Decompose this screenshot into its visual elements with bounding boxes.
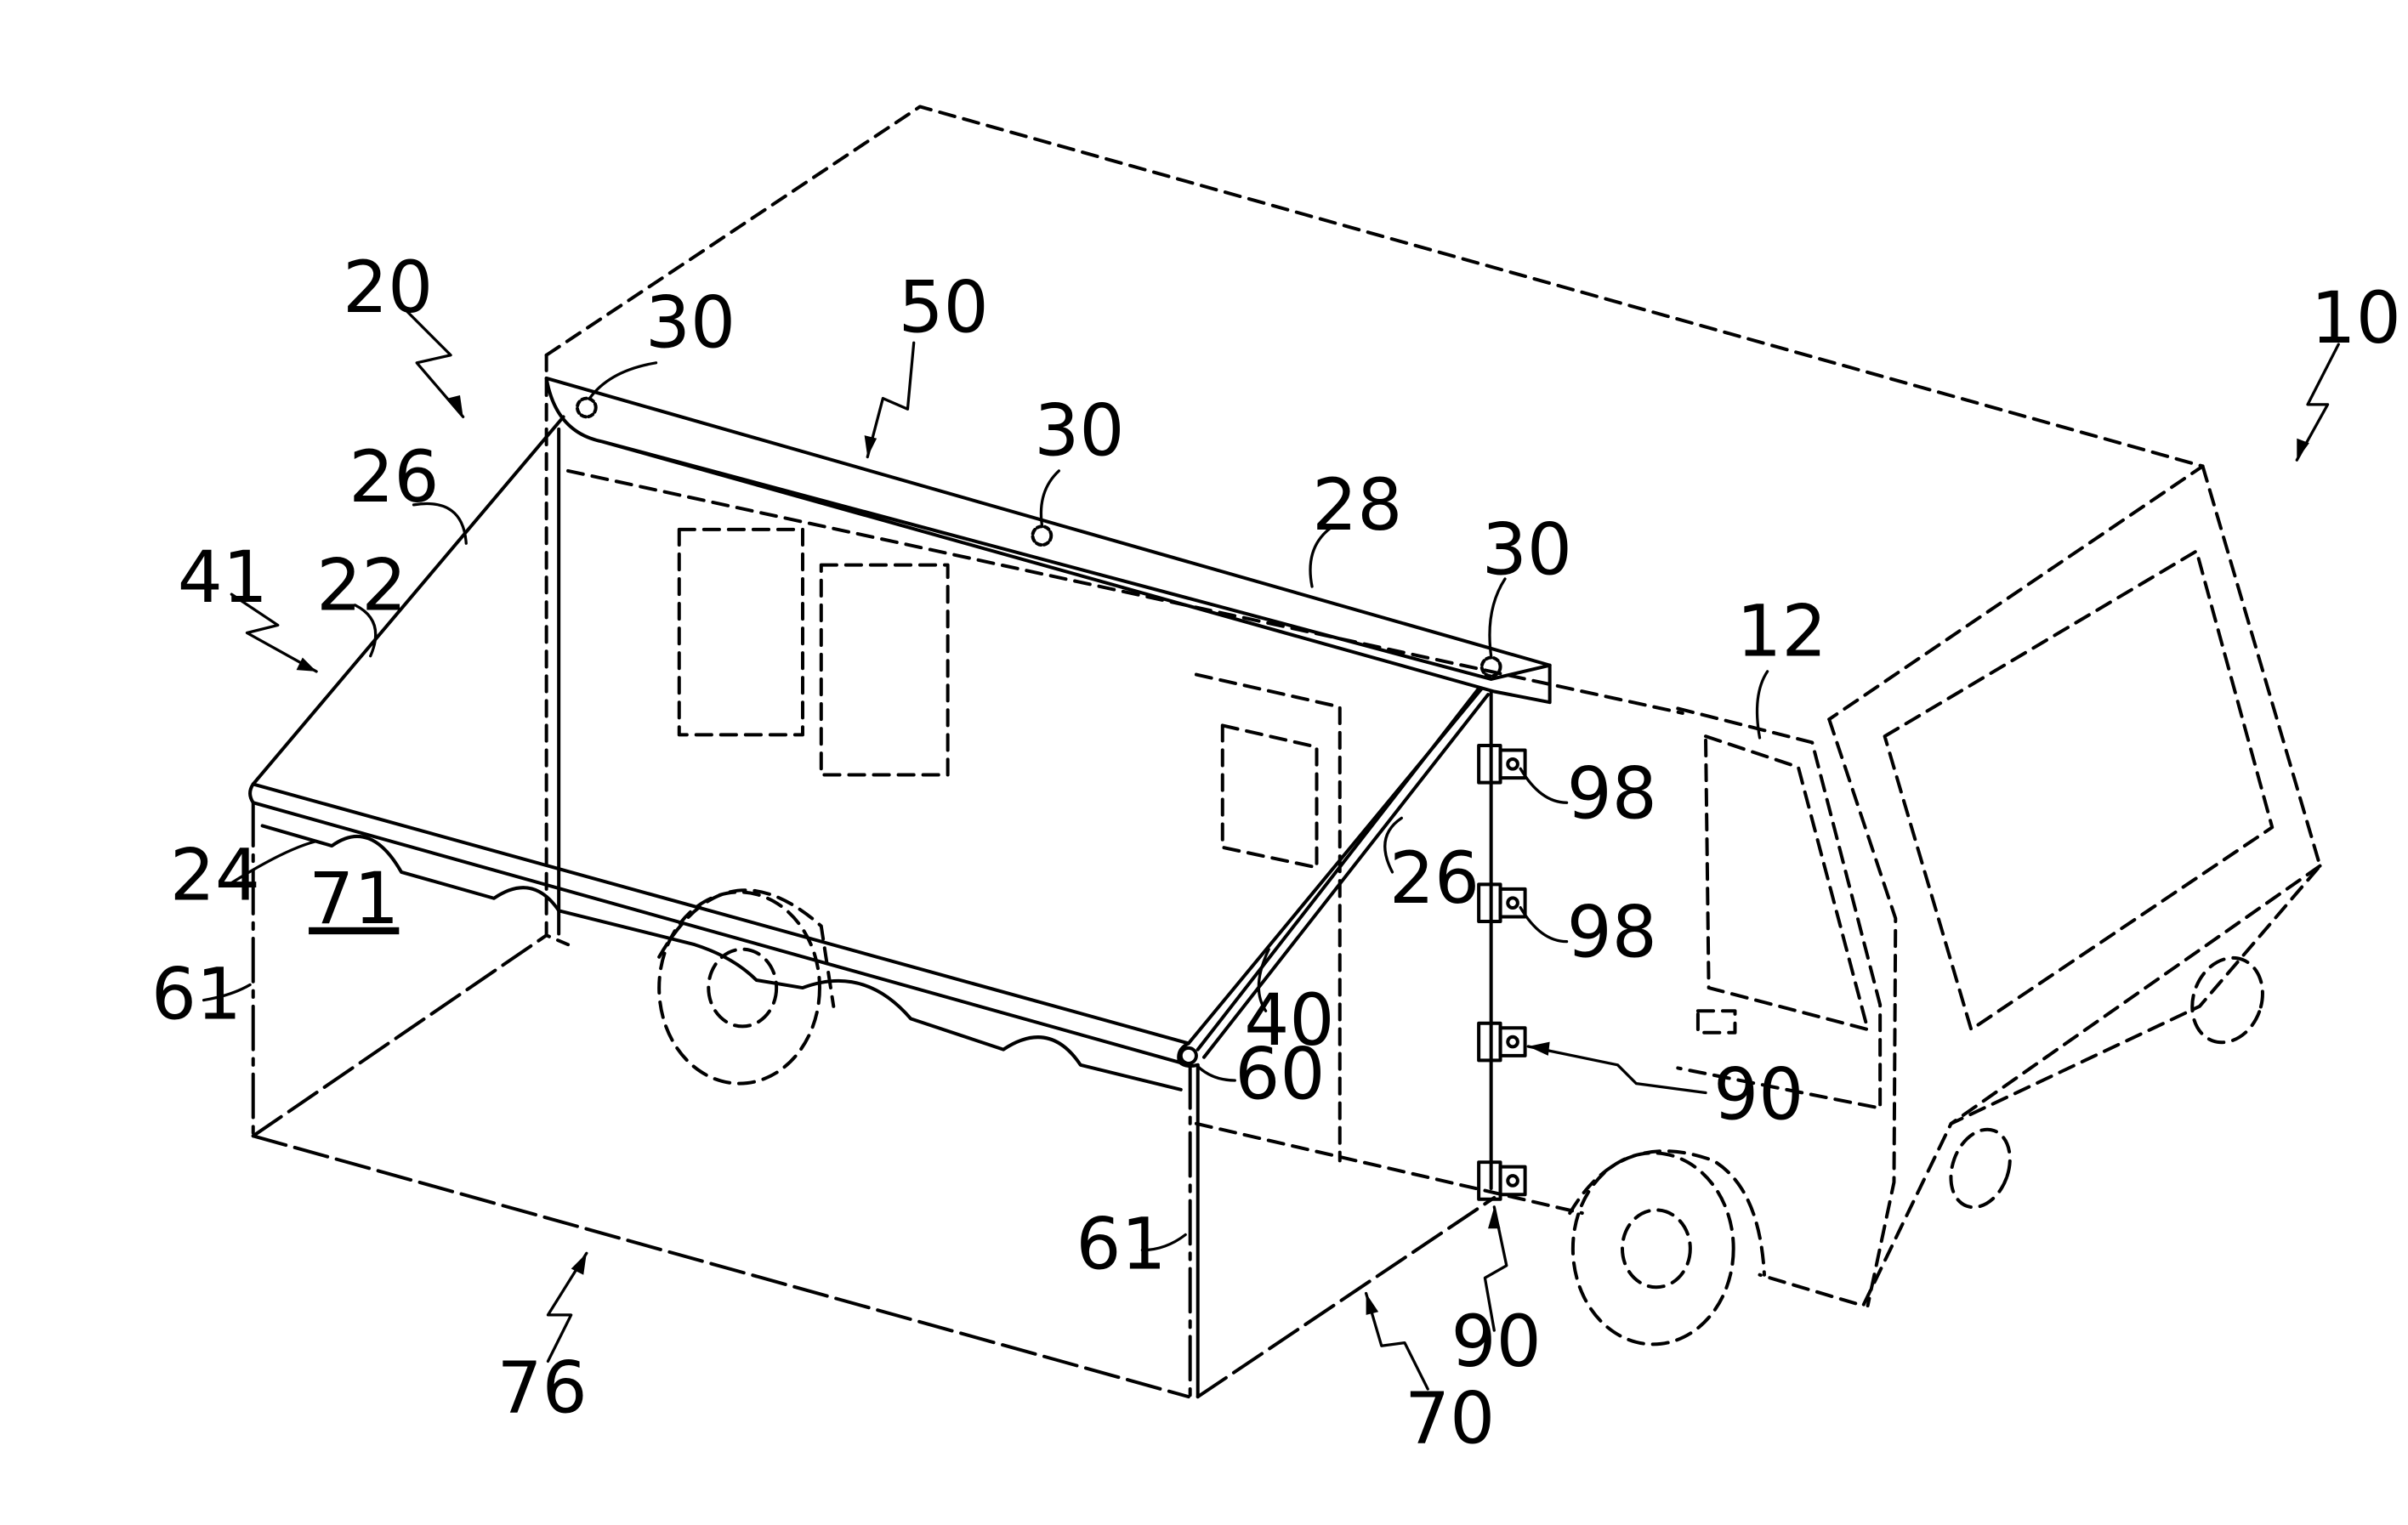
label-26-right: 26 xyxy=(1389,836,1479,920)
arrowhead-90-bottom xyxy=(1488,1207,1501,1228)
label-41: 41 xyxy=(178,536,268,619)
cab-door-window xyxy=(1706,736,1868,1029)
side-window-left xyxy=(679,530,803,734)
leader-98-top xyxy=(1520,768,1566,802)
label-30-right: 30 xyxy=(1482,508,1572,592)
entry-door-window xyxy=(1223,725,1317,867)
fastener-30-right xyxy=(1482,658,1501,677)
leader-lines xyxy=(204,309,2339,1389)
front-wheel xyxy=(1573,1153,1734,1344)
headlight-lower xyxy=(1940,1121,2020,1216)
door-handle xyxy=(1698,1011,1735,1032)
arrowhead-41 xyxy=(297,658,317,672)
rear-hub xyxy=(708,950,776,1027)
vehicle-windshield xyxy=(1885,551,2273,1029)
label-61-right: 61 xyxy=(1076,1202,1166,1285)
label-61-left: 61 xyxy=(151,952,241,1035)
awning-lead-rail-end xyxy=(250,784,253,802)
rail-pin-60 xyxy=(1181,1048,1196,1063)
arrowhead-76 xyxy=(571,1253,587,1274)
vehicle-outline xyxy=(547,106,2320,1344)
bracket-plate-2 xyxy=(1501,889,1525,917)
bracket-plate-1 xyxy=(1501,750,1525,778)
bracket-hole-2 xyxy=(1508,898,1518,908)
label-26-top: 26 xyxy=(349,435,439,519)
bracket-hole-4 xyxy=(1508,1176,1518,1186)
vehicle-roof xyxy=(547,106,2203,719)
headlight-upper xyxy=(2181,948,2275,1052)
enclosure-floor-side xyxy=(1198,1198,1495,1397)
label-90-right: 90 xyxy=(1713,1052,1803,1136)
line-art xyxy=(204,106,2339,1397)
bracket-plate-4 xyxy=(1501,1167,1525,1195)
label-12: 12 xyxy=(1736,590,1826,673)
bracket-hole-1 xyxy=(1508,759,1518,769)
label-98-bottom: 98 xyxy=(1567,891,1657,974)
fastener-30-left xyxy=(577,399,596,417)
fastener-30-middle xyxy=(1032,526,1051,545)
bracket-plate-3 xyxy=(1501,1028,1525,1056)
enclosure-front-bottom xyxy=(253,1136,1189,1397)
label-30-middle: 30 xyxy=(1034,389,1124,473)
awning-brackets xyxy=(1479,745,1525,1199)
side-window-right xyxy=(821,565,948,775)
cab-door xyxy=(1678,708,1880,1108)
arrowhead-20 xyxy=(447,395,463,417)
label-20: 20 xyxy=(343,246,433,329)
vehicle-hood-edge xyxy=(1951,866,2320,1124)
label-90-bottom: 90 xyxy=(1451,1300,1541,1383)
arrowhead-90-right xyxy=(1528,1042,1549,1056)
enclosure-floor-back xyxy=(253,935,547,1136)
label-98-top: 98 xyxy=(1567,751,1657,835)
label-60: 60 xyxy=(1235,1033,1325,1116)
vehicle-front-cap xyxy=(1760,466,2320,1306)
label-10: 10 xyxy=(2311,276,2401,360)
label-76: 76 xyxy=(497,1346,588,1429)
leader-60 xyxy=(1196,1065,1235,1080)
bracket-hole-3 xyxy=(1508,1037,1518,1047)
label-71: 71 xyxy=(309,857,399,940)
label-70: 70 xyxy=(1405,1377,1495,1460)
front-hub xyxy=(1622,1210,1690,1287)
label-28: 28 xyxy=(1312,463,1402,547)
leader-98-bottom xyxy=(1520,908,1566,942)
arrowhead-50 xyxy=(865,435,877,456)
label-24: 24 xyxy=(170,834,260,917)
label-50: 50 xyxy=(899,266,989,349)
leader-30-middle xyxy=(1041,471,1059,525)
label-30-left: 30 xyxy=(645,281,735,365)
arrowhead-70 xyxy=(1366,1293,1379,1314)
label-22: 22 xyxy=(316,543,406,626)
leader-12 xyxy=(1758,672,1768,738)
